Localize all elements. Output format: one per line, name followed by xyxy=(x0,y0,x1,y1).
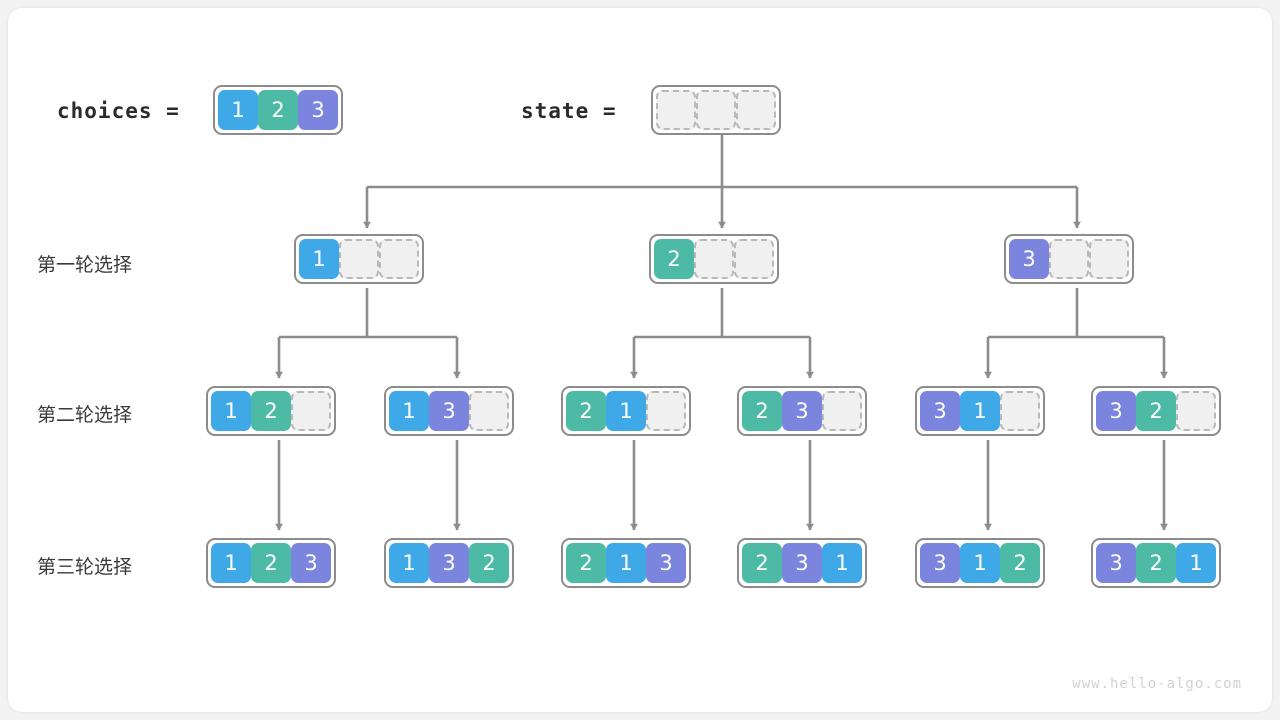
array-cell-filled: 3 xyxy=(920,543,960,583)
array-cell-empty xyxy=(1089,239,1129,279)
array-cell-empty xyxy=(1049,239,1089,279)
state-node: 2 xyxy=(649,234,779,284)
array-cell-filled: 3 xyxy=(1096,391,1136,431)
array-cell-empty xyxy=(736,90,776,130)
row-label-1: 第一轮选择 xyxy=(37,254,133,276)
array-cell-filled: 2 xyxy=(251,391,291,431)
array-cell-filled: 1 xyxy=(606,543,646,583)
array-cell-filled: 1 xyxy=(822,543,862,583)
array-cell-filled: 1 xyxy=(960,543,1000,583)
row-label-2: 第二轮选择 xyxy=(37,404,133,426)
array-cell-filled: 3 xyxy=(1096,543,1136,583)
array-cell-filled: 1 xyxy=(211,391,251,431)
array-cell-filled: 2 xyxy=(469,543,509,583)
choices-label: choices = xyxy=(57,99,180,123)
array-cell-filled: 1 xyxy=(960,391,1000,431)
row-label-3: 第三轮选择 xyxy=(37,556,133,578)
array-cell-filled: 2 xyxy=(1000,543,1040,583)
array-cell-empty xyxy=(656,90,696,130)
array-cell-filled: 1 xyxy=(211,543,251,583)
array-cell-empty xyxy=(734,239,774,279)
array-cell-filled: 3 xyxy=(646,543,686,583)
array-cell-empty xyxy=(646,391,686,431)
array-cell-filled: 2 xyxy=(1136,391,1176,431)
array-cell-filled: 1 xyxy=(299,239,339,279)
array-cell-empty xyxy=(696,90,736,130)
diagram-canvas xyxy=(8,8,1272,712)
array-cell-empty xyxy=(291,391,331,431)
watermark: www.hello-algo.com xyxy=(1072,676,1242,692)
array-cell-filled: 3 xyxy=(782,391,822,431)
array-cell-filled: 2 xyxy=(1136,543,1176,583)
array-cell-empty xyxy=(469,391,509,431)
array-cell-empty xyxy=(1000,391,1040,431)
array-cell-filled: 2 xyxy=(258,90,298,130)
array-cell-filled: 1 xyxy=(218,90,258,130)
array-cell-filled: 2 xyxy=(566,391,606,431)
array-cell-filled: 3 xyxy=(429,543,469,583)
array-cell-empty xyxy=(379,239,419,279)
array-cell-filled: 1 xyxy=(1176,543,1216,583)
array-cell-filled: 1 xyxy=(389,543,429,583)
array-cell-empty xyxy=(1176,391,1216,431)
array-cell-filled: 3 xyxy=(1009,239,1049,279)
array-cell-filled: 2 xyxy=(566,543,606,583)
array-cell-empty xyxy=(694,239,734,279)
array-cell-filled: 3 xyxy=(920,391,960,431)
array-cell-filled: 3 xyxy=(782,543,822,583)
state-array xyxy=(651,85,781,135)
array-cell-empty xyxy=(822,391,862,431)
array-cell-empty xyxy=(339,239,379,279)
array-cell-filled: 3 xyxy=(298,90,338,130)
array-cell-filled: 1 xyxy=(606,391,646,431)
array-cell-filled: 1 xyxy=(389,391,429,431)
state-label: state = xyxy=(521,99,617,123)
array-cell-filled: 2 xyxy=(251,543,291,583)
array-cell-filled: 2 xyxy=(742,391,782,431)
array-cell-filled: 3 xyxy=(291,543,331,583)
state-node: 1 xyxy=(294,234,424,284)
array-cell-filled: 3 xyxy=(429,391,469,431)
array-cell-filled: 2 xyxy=(654,239,694,279)
array-cell-filled: 2 xyxy=(742,543,782,583)
state-node: 3 xyxy=(1004,234,1134,284)
